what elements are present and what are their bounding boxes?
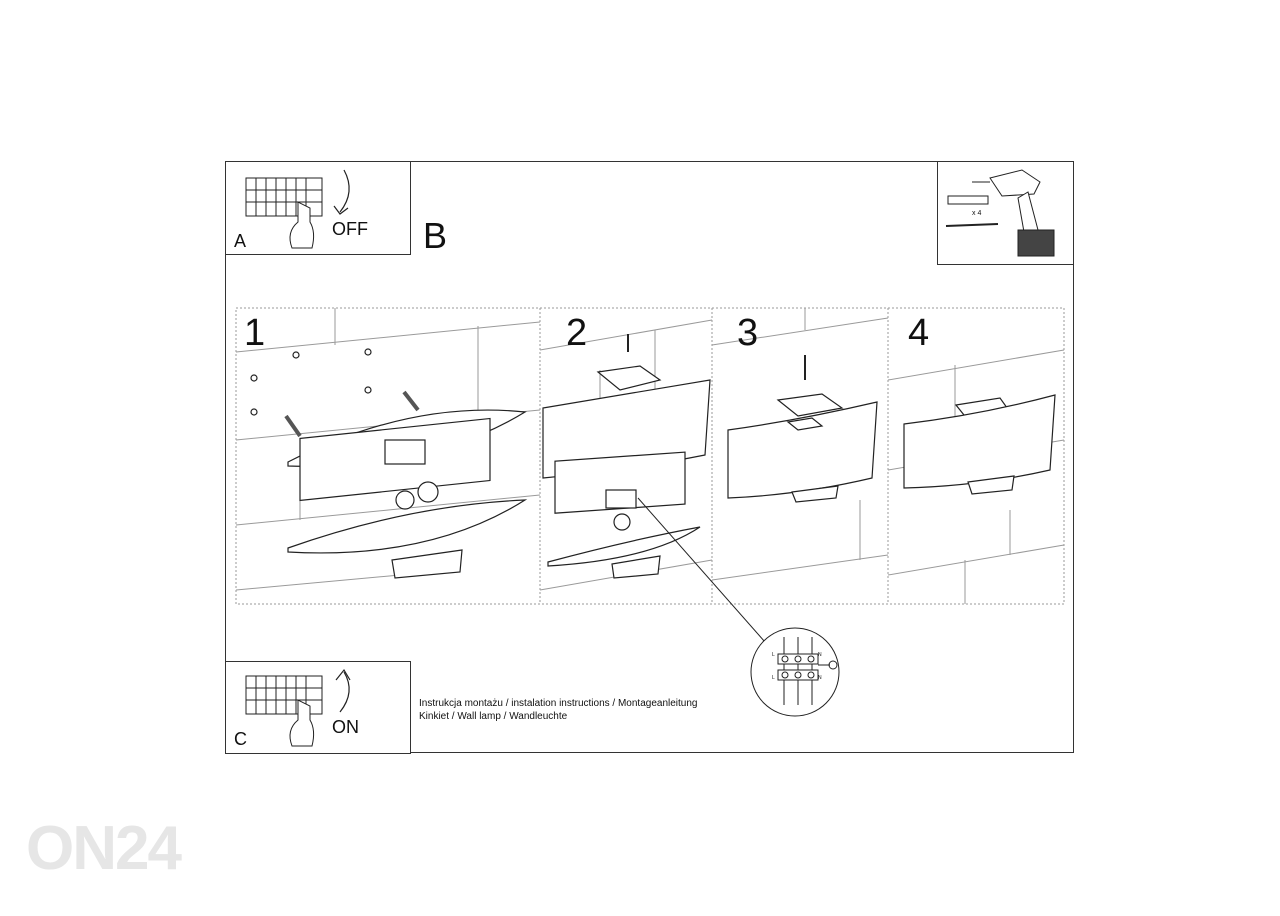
wire-label-n-top: N bbox=[818, 652, 822, 658]
wire-label-l-bottom: L bbox=[772, 675, 775, 681]
caption: Instrukcja montażu / instalation instruc… bbox=[419, 697, 698, 723]
step-1-number: 1 bbox=[244, 312, 266, 354]
panel-c-power-on: C ON bbox=[225, 661, 411, 754]
step-4-number: 4 bbox=[908, 312, 930, 354]
panel-b-letter: B bbox=[423, 215, 448, 256]
watermark-logo: ON24 bbox=[26, 814, 182, 883]
panel-c-action: ON bbox=[332, 717, 359, 737]
arrow-up-icon bbox=[335, 668, 351, 713]
drill-icon bbox=[945, 169, 1055, 257]
circuit-breaker-icon bbox=[245, 177, 323, 249]
arrow-down-icon bbox=[333, 169, 350, 215]
step-3-number: 3 bbox=[737, 312, 759, 354]
wire-label-n-bottom: N bbox=[818, 675, 822, 681]
caption-line-1: Instrukcja montażu / instalation instruc… bbox=[419, 698, 698, 709]
panel-a-action: OFF bbox=[332, 219, 368, 239]
step-2-number: 2 bbox=[566, 312, 588, 354]
wire-label-l-top: L bbox=[772, 652, 775, 658]
instruction-sheet bbox=[225, 161, 1074, 753]
panel-c-letter: C bbox=[234, 729, 247, 749]
tools-quantity: x 4 bbox=[972, 210, 982, 217]
panel-a-power-off: A OFF bbox=[225, 161, 411, 255]
circuit-breaker-icon bbox=[245, 675, 323, 747]
caption-line-2: Kinkiet / Wall lamp / Wandleuchte bbox=[419, 711, 568, 722]
tools-panel: x 4 bbox=[937, 161, 1074, 265]
panel-a-letter: A bbox=[234, 231, 247, 251]
